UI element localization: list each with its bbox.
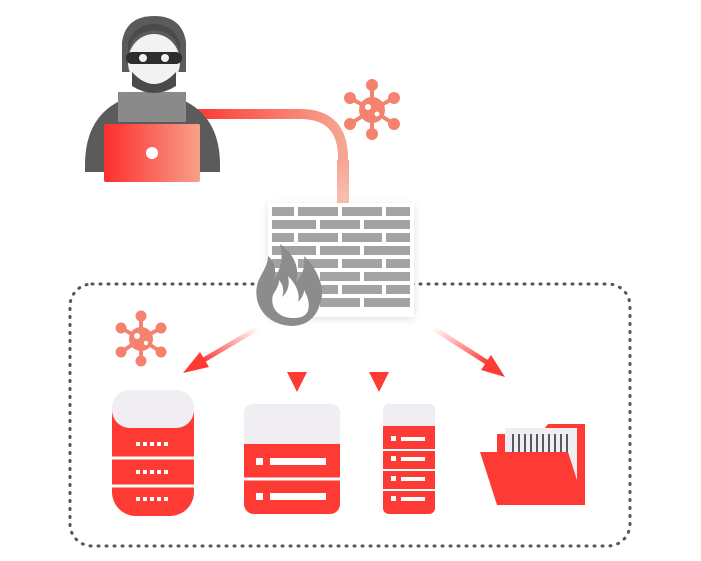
arrow-to-server-tower bbox=[369, 344, 389, 392]
server-icon bbox=[244, 404, 340, 514]
database-icon bbox=[112, 390, 194, 516]
virus-icon bbox=[344, 79, 400, 140]
hacker-with-laptop-icon bbox=[85, 16, 220, 182]
arrow-to-server bbox=[287, 344, 307, 392]
open-folder-icon bbox=[480, 424, 585, 505]
virus-icon-inside bbox=[115, 310, 167, 367]
arrow-to-folder bbox=[431, 325, 505, 377]
arrow-to-database bbox=[183, 325, 260, 373]
attack-connector bbox=[195, 109, 349, 206]
firewall-icon bbox=[256, 203, 414, 326]
server-tower-icon bbox=[383, 404, 435, 514]
fire-icon bbox=[256, 244, 323, 326]
